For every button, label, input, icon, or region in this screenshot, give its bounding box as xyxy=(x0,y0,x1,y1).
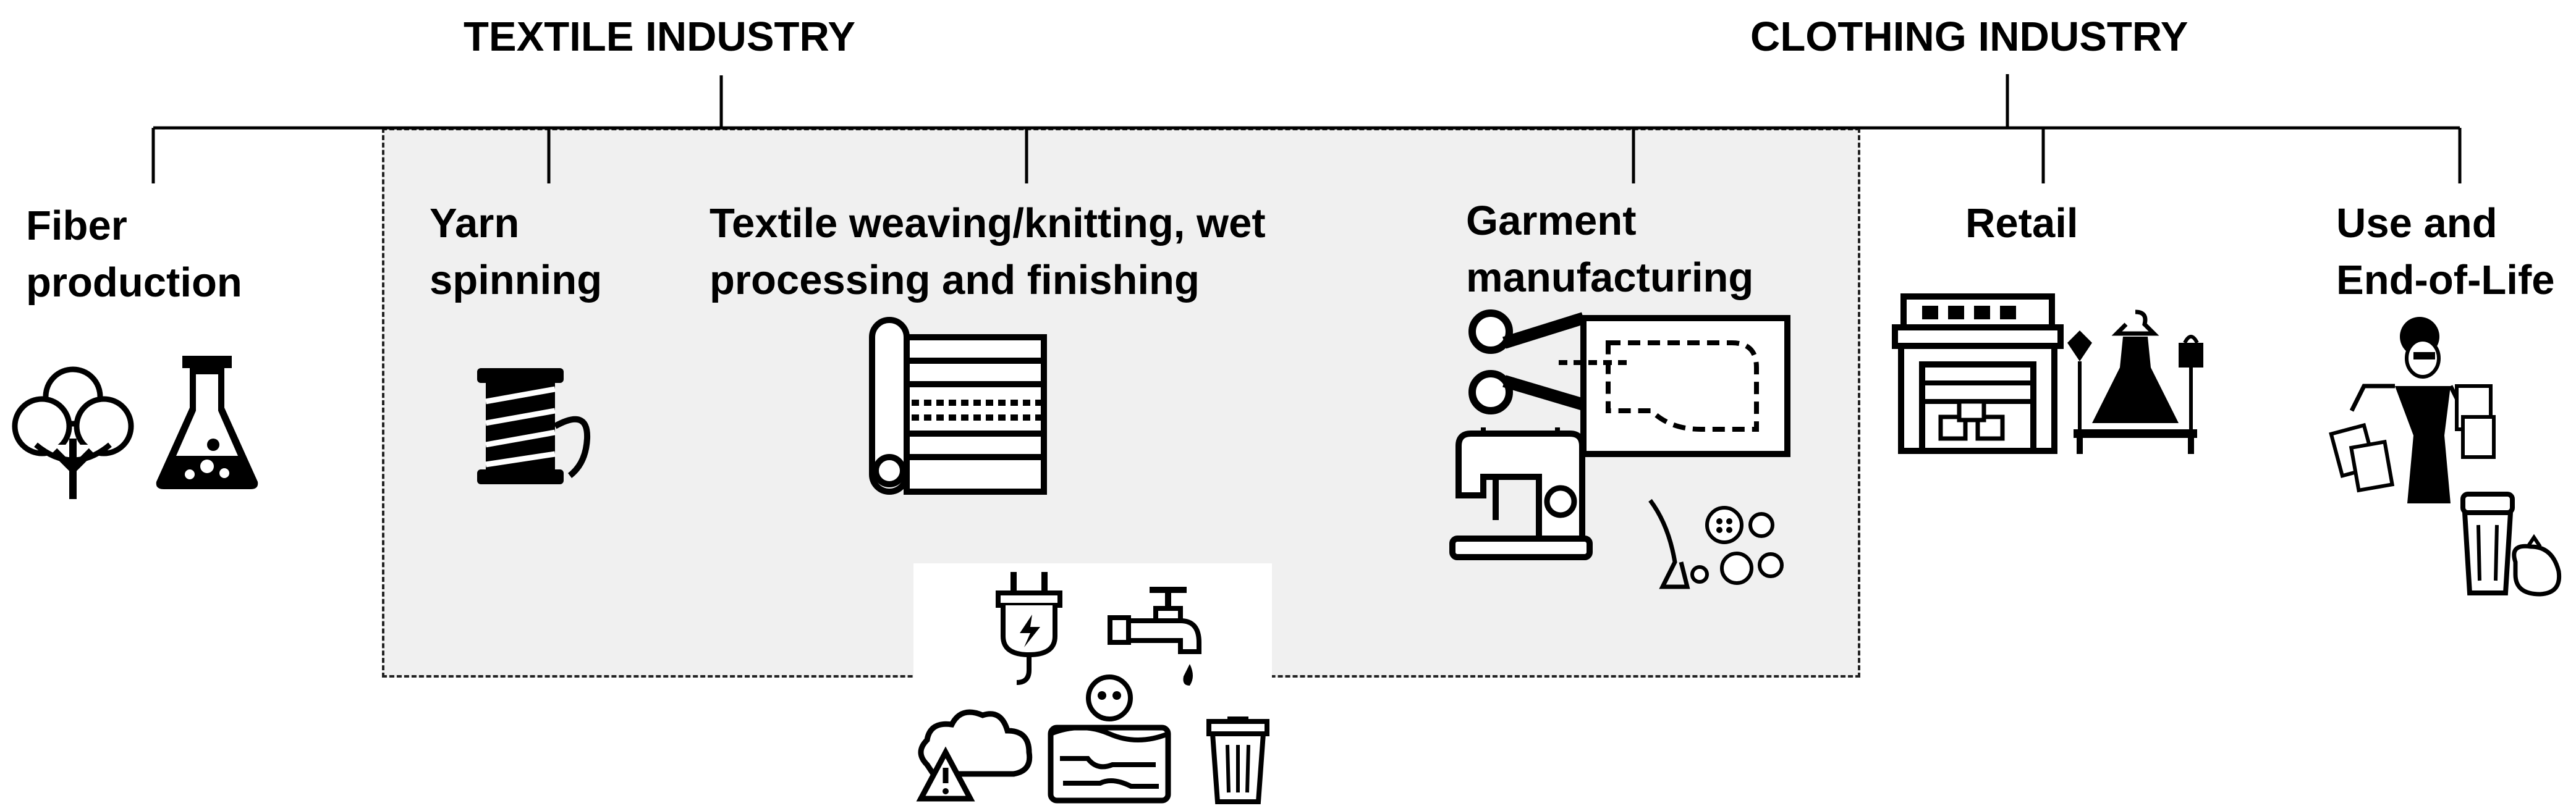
cotton-plant-icon xyxy=(12,366,134,499)
stage-label-line1: Textile weaving/knitting, wet xyxy=(710,200,1266,246)
flask-icon xyxy=(156,356,258,489)
stage-label-line2: spinning xyxy=(430,257,603,303)
zipper-buttons-icon xyxy=(1648,498,1784,589)
fabric-roll-icon xyxy=(869,317,1047,495)
stage-label-line1: Yarn xyxy=(430,200,520,246)
scissors-pattern-icon xyxy=(1468,309,1790,457)
stage-retail: Retail xyxy=(1965,195,2078,252)
stage-label-line1: Garment xyxy=(1466,198,1637,244)
thread-spool-icon xyxy=(477,368,591,484)
stage-fiber-production: Fiber production xyxy=(26,198,242,311)
stage-yarn-spinning: Yarn spinning xyxy=(430,195,602,309)
sewing-machine-icon xyxy=(1449,427,1593,560)
toxic-soil-icon xyxy=(1048,674,1171,804)
shopping-woman-icon xyxy=(2329,317,2496,503)
stage-label-line2: manufacturing xyxy=(1466,254,1754,301)
pollution-cloud-icon xyxy=(916,709,1033,802)
dress-display-icon xyxy=(2067,309,2203,454)
store-icon xyxy=(1892,293,2064,454)
textile-industry-title: TEXTILE INDUSTRY xyxy=(464,14,856,60)
stage-label-line2: production xyxy=(26,259,242,306)
trash-bin-icon xyxy=(2460,492,2562,597)
stage-garment-manufacturing: Garment manufacturing xyxy=(1466,193,1753,306)
clothing-industry-title: CLOTHING INDUSTRY xyxy=(1750,14,2188,60)
stage-label-line1: Retail xyxy=(1965,200,2078,246)
stage-label-line1: Use and xyxy=(2336,200,2498,246)
stage-label-line2: processing and finishing xyxy=(710,257,1200,303)
electric-plug-icon xyxy=(996,572,1062,685)
waste-bin-icon xyxy=(1206,716,1269,804)
stage-textile-weaving: Textile weaving/knitting, wet processing… xyxy=(710,195,1266,309)
water-tap-icon xyxy=(1108,587,1201,686)
stage-use-end-of-life: Use and End-of-Life xyxy=(2336,195,2555,309)
stage-label-line1: Fiber xyxy=(26,203,127,249)
stage-label-line2: End-of-Life xyxy=(2336,257,2555,303)
